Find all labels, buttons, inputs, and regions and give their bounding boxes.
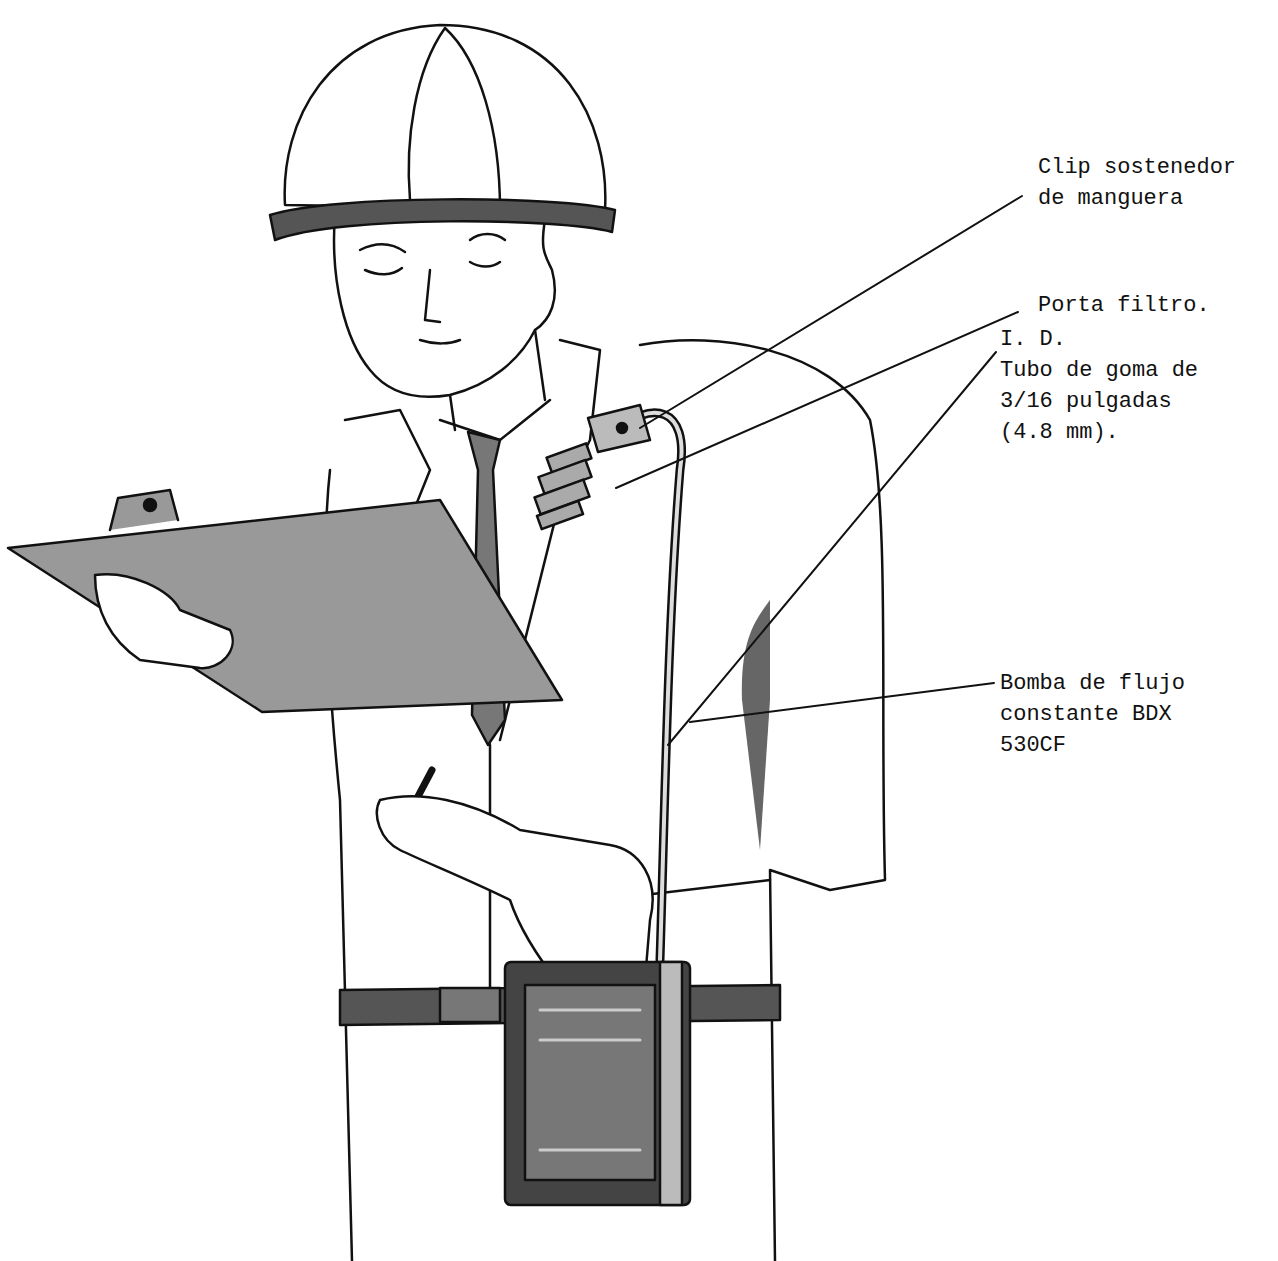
- clipboard: [8, 500, 562, 712]
- filter-holder: [534, 443, 591, 529]
- nose: [425, 270, 440, 322]
- helmet-brim: [270, 199, 615, 240]
- belt-buckle: [440, 988, 500, 1022]
- callout-label: Clip sostenedor de manguera: [1038, 152, 1253, 214]
- callout-label: Tubo de goma de 3/16 pulgadas (4.8 mm).: [1000, 355, 1215, 448]
- arm-shade: [742, 600, 770, 850]
- hose: [615, 413, 682, 960]
- hose: [615, 413, 682, 960]
- brows: [360, 234, 505, 252]
- clipboard-clip: [110, 490, 178, 530]
- clipboard-hole: [144, 499, 156, 511]
- pump: [505, 962, 690, 1205]
- pump-side: [660, 962, 682, 1205]
- mouth: [420, 340, 460, 343]
- neck: [450, 330, 545, 430]
- collar: [440, 400, 550, 440]
- face: [334, 215, 555, 397]
- hose-clip-rivet: [617, 423, 627, 433]
- helmet: [285, 25, 606, 210]
- pump-panel: [525, 985, 655, 1180]
- callout-label: Bomba de flujo constante BDX 530CF: [1000, 668, 1215, 761]
- left-hand: [95, 574, 233, 668]
- pump-detail: [540, 1010, 640, 1150]
- eyes: [365, 262, 500, 274]
- callout-label: Porta filtro.: [1038, 290, 1253, 321]
- helmet-ridge: [409, 28, 500, 210]
- right-hand: [377, 796, 653, 985]
- leader-lines: [616, 196, 1022, 745]
- callout-label: I. D.: [1000, 324, 1215, 355]
